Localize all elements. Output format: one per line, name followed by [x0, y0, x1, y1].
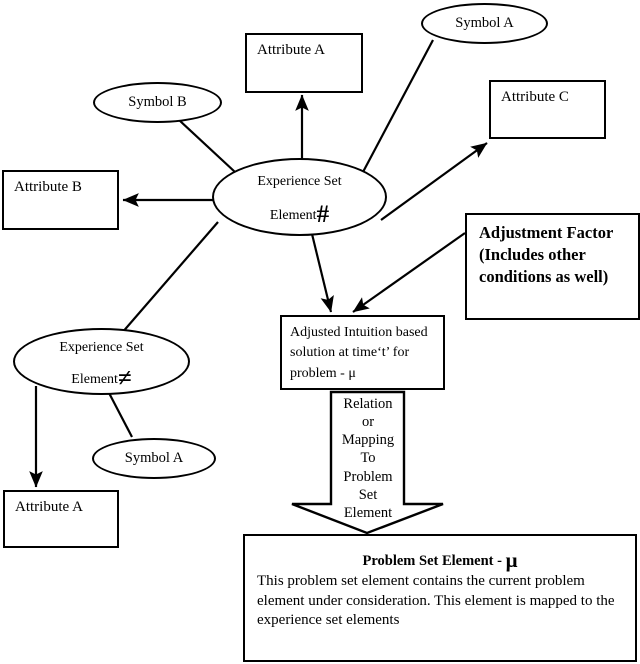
- experience-set-noteq-ellipse: Experience Set Element≠: [13, 328, 190, 395]
- edge-symbol-a-top-to-es-hash: [362, 39, 434, 173]
- experience-set-noteq-line1: Experience Set: [59, 340, 144, 355]
- mu-symbol: μ: [505, 548, 518, 572]
- experience-set-hash-ellipse: Experience Set Element#: [212, 158, 387, 236]
- problem-set-element-box: Problem Set Element - μ This problem set…: [243, 534, 637, 662]
- experience-set-hash-line2: Element#: [214, 200, 385, 230]
- symbol-a-top-label: Symbol A: [455, 15, 514, 31]
- edge-adjustment-factor-to-adjusted-intuition: [352, 232, 466, 313]
- experience-set-noteq-line2: Element≠: [15, 364, 188, 394]
- attribute-b-label: Attribute B: [14, 179, 82, 195]
- symbol-b-label: Symbol B: [128, 94, 187, 110]
- attribute-a-bottom-box: Attribute A: [3, 490, 119, 548]
- attribute-a-top-label: Attribute A: [257, 42, 325, 58]
- problem-set-element-body: This problem set element contains the cu…: [257, 573, 615, 628]
- adjustment-factor-text: Adjustment Factor (Includes other condit…: [479, 223, 613, 286]
- experience-set-hash-line2-text: Element: [269, 208, 317, 223]
- experience-set-hash-line1: Experience Set: [257, 174, 342, 189]
- attribute-c-label: Attribute C: [501, 89, 569, 105]
- symbol-a-top-ellipse: Symbol A: [421, 3, 548, 44]
- adjusted-intuition-text: Adjusted Intuition based solution at tim…: [290, 325, 428, 381]
- edge-es-noteq-to-symbol-a-bottom: [107, 390, 133, 438]
- symbol-a-bottom-ellipse: Symbol A: [92, 438, 216, 479]
- adjustment-factor-box: Adjustment Factor (Includes other condit…: [465, 213, 640, 320]
- adjusted-intuition-box: Adjusted Intuition based solution at tim…: [280, 315, 445, 390]
- problem-set-element-title-text: Problem Set Element -: [362, 553, 506, 569]
- relation-arrow-shape: [291, 390, 444, 535]
- attribute-a-top-box: Attribute A: [245, 33, 363, 93]
- hash-symbol: #: [316, 201, 330, 228]
- edge-symbol-b-to-es-hash: [178, 119, 236, 173]
- attribute-a-bottom-label: Attribute A: [15, 499, 83, 515]
- problem-set-element-title: Problem Set Element - μ: [245, 548, 635, 573]
- edge-es-hash-to-es-noteq: [120, 221, 219, 335]
- attribute-c-box: Attribute C: [489, 80, 606, 139]
- relation-arrow-label: Relation or Mapping To Problem Set Eleme…: [341, 396, 395, 521]
- symbol-b-ellipse: Symbol B: [93, 82, 222, 123]
- experience-set-noteq-line2-text: Element: [71, 372, 118, 387]
- edge-es-hash-to-attribute-c: [380, 142, 488, 221]
- not-equal-symbol: ≠: [117, 365, 132, 392]
- attribute-b-box: Attribute B: [2, 170, 119, 230]
- edge-es-hash-to-adjusted-intuition: [310, 233, 334, 313]
- symbol-a-bottom-label: Symbol A: [124, 450, 184, 466]
